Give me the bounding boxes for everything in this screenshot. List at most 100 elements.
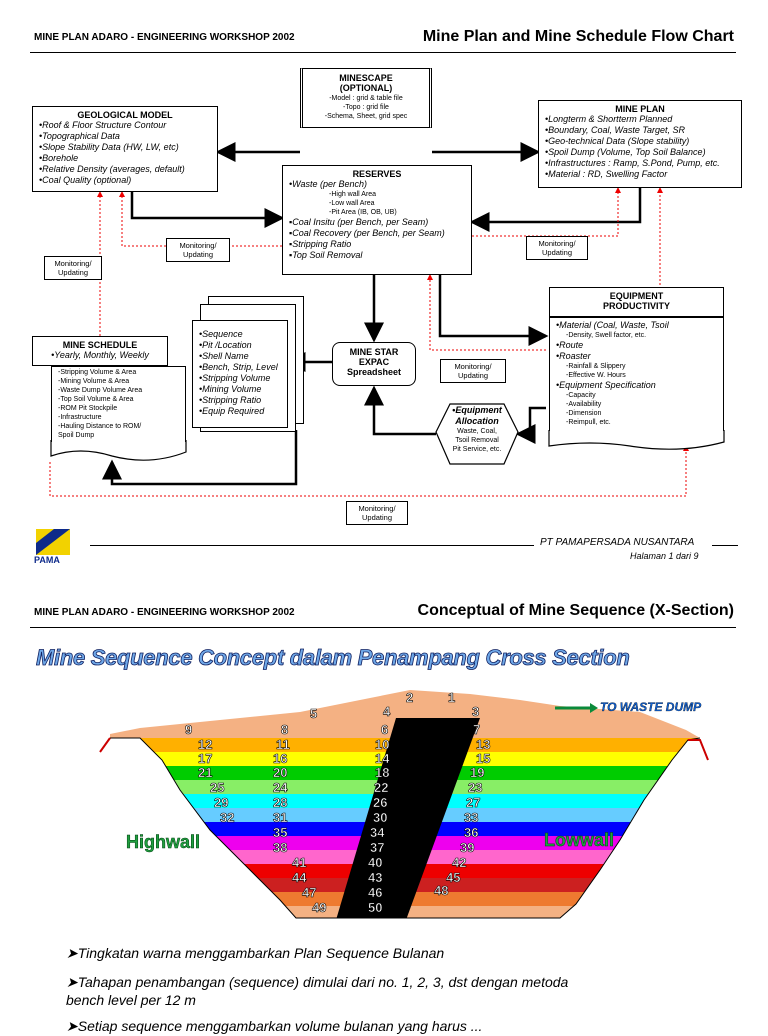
- bench-number-25: 25: [210, 780, 225, 796]
- minescape-items: -Model : grid & table file -Topo : grid …: [303, 94, 429, 121]
- monitoring-box: Monitoring/Updating: [526, 236, 588, 260]
- ep-line: -Availability: [566, 401, 602, 408]
- minestar-line2: EXPAC: [358, 357, 390, 367]
- bench-number-27: 27: [466, 795, 481, 811]
- bench-number-47: 47: [302, 885, 317, 901]
- reserves-title: RESERVES: [352, 169, 402, 179]
- bench-number-14: 14: [375, 751, 390, 767]
- bench-number-10: 10: [375, 737, 390, 753]
- bench-number-4: 4: [383, 704, 391, 720]
- bench-number-18: 18: [375, 765, 390, 781]
- bench-number-37: 37: [370, 840, 385, 856]
- pit-outline: [110, 737, 701, 919]
- minescape-box: MINESCAPE (OPTIONAL) -Model : grid & tab…: [300, 68, 432, 128]
- bench-number-8: 8: [281, 722, 289, 738]
- bench-number-1: 1: [448, 690, 456, 706]
- minestar-line1: MINE STAR: [349, 347, 399, 357]
- bench-number-31: 31: [273, 810, 288, 826]
- ep-line: •Material (Coal, Waste, Tsoil: [556, 320, 669, 330]
- reserves-item: ▪Top Soil Removal: [289, 250, 363, 260]
- bench-number-39: 39: [460, 840, 475, 856]
- bullet-1: ➤Tingkatan warna menggambarkan Plan Sequ…: [66, 945, 445, 961]
- geological-model-title: GEOLOGICAL MODEL: [77, 110, 173, 120]
- equipment-productivity-box: EQUIPMENT PRODUCTIVITY: [549, 287, 724, 317]
- bench-number-28: 28: [273, 795, 288, 811]
- geological-model-items: •Roof & Floor Structure Contour •Topogra…: [39, 120, 211, 186]
- bullet-2: ➤Tahapan penambangan (sequence) dimulai …: [66, 974, 569, 990]
- mine-plan-item: •Boundary, Coal, Waste Target, SR: [545, 125, 686, 135]
- updating-label: Updating: [457, 371, 489, 380]
- minescape-item: -Topo : grid file: [343, 104, 389, 111]
- bench-number-42: 42: [452, 855, 467, 871]
- lowwall-label: Lowwall: [544, 830, 615, 851]
- ms-item: Spoil Dump: [58, 432, 95, 439]
- reserves-item: ▪Stripping Ratio: [289, 239, 352, 249]
- sequence-item: •Stripping Ratio: [199, 395, 262, 405]
- minescape-subtitle: (OPTIONAL): [339, 83, 393, 93]
- bench-number-20: 20: [273, 765, 288, 781]
- bench-number-12: 12: [198, 737, 213, 753]
- bench-number-11: 11: [276, 737, 290, 753]
- bench-number-29: 29: [214, 795, 229, 811]
- bench-number-44: 44: [292, 870, 307, 886]
- page2-header-left: MINE PLAN ADARO - ENGINEERING WORKSHOP 2…: [34, 607, 295, 618]
- page1-header-right: Mine Plan and Mine Schedule Flow Chart: [422, 28, 734, 45]
- bench-number-36: 36: [464, 825, 479, 841]
- sequence-item: •Bench, Strip, Level: [199, 362, 278, 372]
- waste-dump-arrowhead: [590, 703, 598, 713]
- ep-line: -Dimension: [566, 410, 602, 417]
- bench-number-43: 43: [368, 870, 383, 886]
- bench-number-21: 21: [198, 765, 213, 781]
- sequence-item: •Stripping Volume: [199, 373, 271, 383]
- bench-number-13: 13: [476, 737, 491, 753]
- minestar-line3: Spreadsheet: [346, 367, 402, 377]
- geological-model-box: GEOLOGICAL MODEL •Roof & Floor Structure…: [32, 106, 218, 192]
- sequence-item: •Equip Required: [199, 406, 265, 416]
- sequence-item: •Pit /Location: [199, 340, 252, 350]
- bench-number-50: 50: [368, 900, 383, 916]
- equipment-allocation-shape: [435, 403, 519, 465]
- bullet-2-cont: bench level per 12 m: [66, 992, 196, 1008]
- sequence-item: •Sequence: [199, 329, 243, 339]
- reserves-waste-sub: -High wall Area -Low wall Area -Pit Area…: [289, 190, 465, 217]
- equipment-productivity-list: •Material (Coal, Waste, Tsoil -Density, …: [549, 317, 724, 431]
- bench-number-19: 19: [470, 765, 485, 781]
- updating-label: Updating: [182, 250, 214, 259]
- equipment-productivity-subtitle: PRODUCTIVITY: [602, 301, 670, 311]
- page2-header-right: Conceptual of Mine Sequence (X-Section): [417, 602, 734, 619]
- highwall-label: Highwall: [126, 832, 201, 853]
- page1-header-rule: [30, 52, 736, 53]
- minescape-item: -Model : grid & table file: [329, 95, 403, 102]
- bench-number-22: 22: [374, 780, 389, 796]
- reserves-box: RESERVES •Waste (per Bench) -High wall A…: [282, 165, 472, 275]
- pama-logo: PAMA: [34, 527, 74, 567]
- ms-item: -Waste Dump Volume Area: [58, 387, 143, 394]
- ms-item: -Mining Volume & Area: [58, 378, 130, 385]
- sequence-item: •Shell Name: [199, 351, 249, 361]
- bench-number-33: 33: [464, 810, 479, 826]
- geological-item: •Slope Stability Data (HW, LW, etc): [39, 142, 179, 152]
- bench-number-34: 34: [370, 825, 385, 841]
- bench-number-35: 35: [273, 825, 288, 841]
- bench-number-6: 6: [381, 722, 389, 738]
- ep-line: •Equipment Specification: [556, 380, 656, 390]
- mine-plan-items: •Longterm & Shortterm Planned •Boundary,…: [545, 114, 735, 180]
- mine-schedule-title: MINE SCHEDULE: [62, 340, 138, 350]
- equipment-allocation-title2: Allocation: [455, 416, 499, 426]
- equipment-allocation-item: Tsoil Removal: [455, 437, 499, 444]
- monitoring-box: Monitoring/Updating: [44, 256, 102, 280]
- bench-number-3: 3: [472, 704, 480, 720]
- mine-plan-item: •Infrastructures : Ramp, S.Pond, Pump, e…: [545, 158, 720, 168]
- mine-schedule-box: MINE SCHEDULE •Yearly, Monthly, Weekly: [32, 336, 168, 366]
- bench-number-46: 46: [368, 885, 383, 901]
- footer-company: PT PAMAPERSADA NUSANTARA: [540, 537, 695, 548]
- bench-number-16: 16: [273, 751, 288, 767]
- highwall-surface: [99, 737, 111, 753]
- bench-number-49: 49: [312, 900, 327, 916]
- reserves-item: ▪Coal Recovery (per Bench, per Seam): [289, 228, 445, 238]
- bench-number-2: 2: [406, 690, 414, 706]
- updating-label: Updating: [57, 268, 89, 277]
- bench-bands: [110, 690, 700, 918]
- bench-number-17: 17: [198, 751, 213, 767]
- bench-number-9: 9: [185, 722, 193, 738]
